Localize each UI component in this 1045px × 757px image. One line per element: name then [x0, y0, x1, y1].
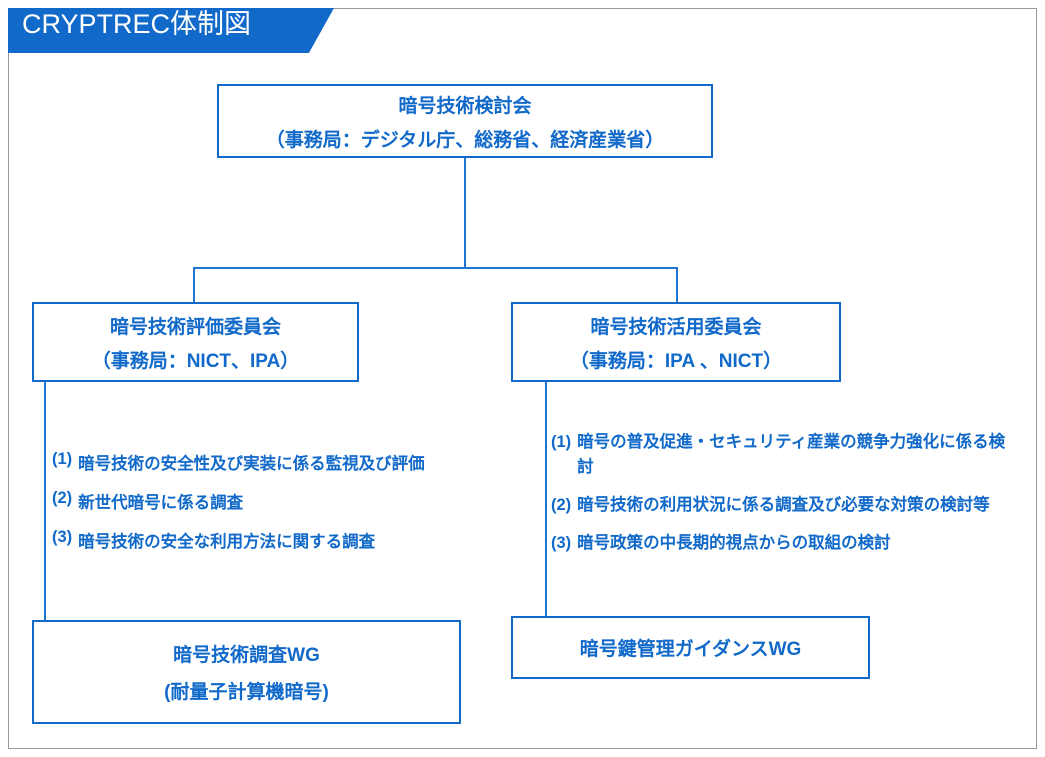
connector-eval-committee-to-wg: [44, 381, 46, 622]
node-subtitle-line: （事務局：デジタル庁、総務省、経済産業省）: [265, 129, 665, 151]
task-list-evaluation-committee: (1) 暗号技術の安全性及び実装に係る監視及び評価 (2) 新世代暗号に係る調査…: [52, 450, 512, 567]
list-item-text: 暗号の普及促進・セキュリティ産業の競争力強化に係る検討: [577, 433, 1006, 476]
list-item-marker: (3): [551, 534, 572, 552]
list-item: (2) 新世代暗号に係る調査: [52, 489, 512, 513]
page-title: CRYPTREC体制図: [22, 9, 252, 39]
connector-bus-to-util-committee: [676, 267, 678, 303]
node-title-line: 暗号鍵管理ガイダンスWG: [579, 639, 802, 660]
list-item-text: 暗号技術の安全な利用方法に関する調査: [78, 533, 376, 551]
list-item: (1) 暗号技術の安全性及び実装に係る監視及び評価: [52, 450, 512, 474]
connector-top-stem: [464, 157, 466, 269]
node-subtitle-line: （事務局：NICT、IPA）: [91, 350, 300, 372]
node-title-line: 暗号技術評価委員会: [109, 316, 281, 338]
node-cryptographic-technology-investigation-wg: 暗号技術調査WG (耐量子計算機暗号): [32, 620, 461, 724]
list-item: (3) 暗号技術の安全な利用方法に関する調査: [52, 528, 512, 552]
connector-util-committee-to-wg: [545, 381, 547, 618]
list-item-marker: (1): [52, 450, 73, 468]
node-cryptographic-technology-evaluation-committee: 暗号技術評価委員会 （事務局：NICT、IPA）: [32, 302, 359, 382]
task-list-utilization-committee: (1) 暗号の普及促進・セキュリティ産業の競争力強化に係る検討 (2) 暗号技術…: [551, 430, 1019, 569]
list-item-text: 暗号政策の中長期的視点からの取組の検討: [577, 534, 891, 552]
node-subtitle-line: （事務局：IPA 、NICT）: [569, 350, 783, 372]
list-item: (1) 暗号の普及促進・セキュリティ産業の競争力強化に係る検討: [551, 430, 1019, 480]
node-cryptrec-advisory-board: 暗号技術検討会 （事務局：デジタル庁、総務省、経済産業省）: [217, 84, 713, 158]
list-item: (3) 暗号政策の中長期的視点からの取組の検討: [551, 531, 1019, 556]
list-item-text: 暗号技術の安全性及び実装に係る監視及び評価: [78, 455, 425, 473]
connector-horizontal-bus: [193, 267, 678, 269]
node-key-management-guidance-wg: 暗号鍵管理ガイダンスWG: [511, 616, 870, 679]
node-title-line: 暗号技術検討会: [398, 95, 532, 117]
list-item: (2) 暗号技術の利用状況に係る調査及び必要な対策の検討等: [551, 493, 1019, 518]
node-subtitle-line: (耐量子計算機暗号): [164, 682, 329, 703]
list-item-marker: (3): [52, 528, 73, 546]
node-title-line: 暗号技術活用委員会: [590, 316, 762, 338]
connector-bus-to-eval-committee: [193, 267, 195, 303]
list-item-marker: (1): [551, 433, 572, 451]
list-item-text: 新世代暗号に係る調査: [78, 494, 244, 512]
node-title-line: 暗号技術調査WG: [173, 645, 320, 666]
node-cryptographic-technology-utilization-committee: 暗号技術活用委員会 （事務局：IPA 、NICT）: [511, 302, 841, 382]
list-item-text: 暗号技術の利用状況に係る調査及び必要な対策の検討等: [577, 496, 990, 514]
list-item-marker: (2): [551, 496, 572, 514]
title-banner-shape: [8, 8, 334, 53]
page-frame: [8, 8, 1037, 749]
list-item-marker: (2): [52, 489, 73, 507]
